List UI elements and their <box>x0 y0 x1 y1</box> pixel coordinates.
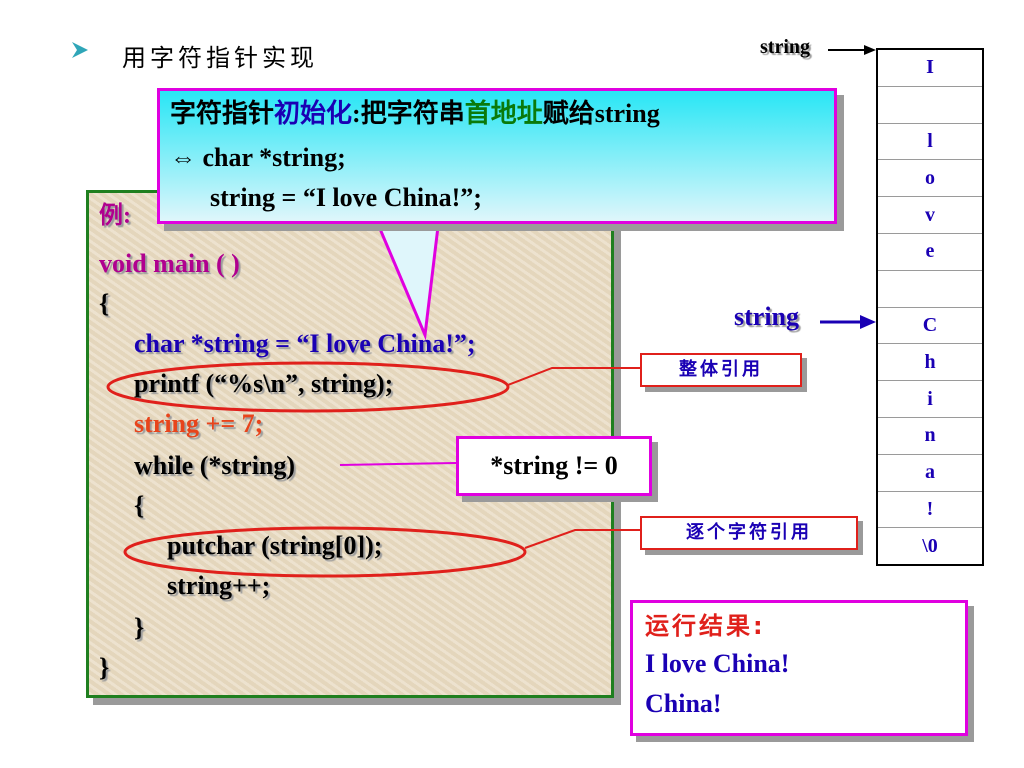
callout-line-2: ⇔ char *string; <box>170 143 346 172</box>
memory-cell: n <box>877 416 983 455</box>
memory-cell: a <box>877 453 983 492</box>
memory-cell: ! <box>877 490 983 528</box>
callout-line-3: string = “I love China!”; <box>210 183 482 212</box>
callout-highlight: 首地址 <box>464 99 543 128</box>
whole-reference-tag: 整体引用 <box>640 353 802 387</box>
memory-cell: C <box>877 306 983 344</box>
memory-cell: l <box>877 122 983 160</box>
code-line: string += 7; <box>134 409 264 438</box>
example-label: 例: <box>99 203 131 229</box>
code-line: string++; <box>167 571 271 600</box>
memory-cell: v <box>877 196 983 234</box>
code-line: } <box>134 613 145 642</box>
code-line: { <box>99 289 110 318</box>
memory-cell: \0 <box>877 527 983 566</box>
memory-cell <box>877 85 983 124</box>
callout-text: :把字符串 <box>352 99 465 128</box>
callout-box: 字符指针初始化:把字符串首地址赋给string ⇔ char *string; … <box>157 88 837 224</box>
code-line: printf (“%s\n”, string); <box>134 369 394 398</box>
condition-box: *string != 0 <box>456 436 652 496</box>
arrowhead-top-icon <box>864 45 876 55</box>
code-line: } <box>99 653 110 682</box>
callout-text: 赋给string <box>542 99 660 128</box>
memory-cell: h <box>877 343 983 381</box>
memory-cell: I <box>926 56 934 79</box>
arrowhead-bullet-icon <box>72 42 88 58</box>
result-line-1: I love China! <box>645 649 790 678</box>
result-line-2: China! <box>645 689 722 718</box>
code-line: void main ( ) <box>99 249 240 278</box>
memory-cell: i <box>877 380 983 418</box>
string-pointer-label-mid: string <box>734 302 799 331</box>
memory-cell: e <box>877 232 983 271</box>
string-pointer-label-top: string <box>760 36 810 58</box>
code-line: while (*string) <box>134 451 296 480</box>
callout-text: 字符指针 <box>170 99 275 128</box>
result-title: 运行结果: <box>645 612 766 640</box>
slide-title: 用字符指针实现 <box>122 44 318 72</box>
char-reference-tag: 逐个字符引用 <box>640 516 858 550</box>
result-box: 运行结果: I love China! China! <box>630 600 968 736</box>
callout-highlight: 初始化 <box>274 99 353 128</box>
callout-line-1: 字符指针初始化:把字符串首地址赋给string <box>170 99 660 129</box>
memory-cell <box>877 269 983 308</box>
code-line: { <box>134 491 145 520</box>
memory-cells: I l o v e C h i n a ! \0 <box>876 48 984 567</box>
arrowhead-mid-icon <box>860 315 876 329</box>
memory-cell: o <box>877 159 983 197</box>
code-line: char *string = “I love China!”; <box>134 329 476 358</box>
code-line: putchar (string[0]); <box>167 531 383 560</box>
